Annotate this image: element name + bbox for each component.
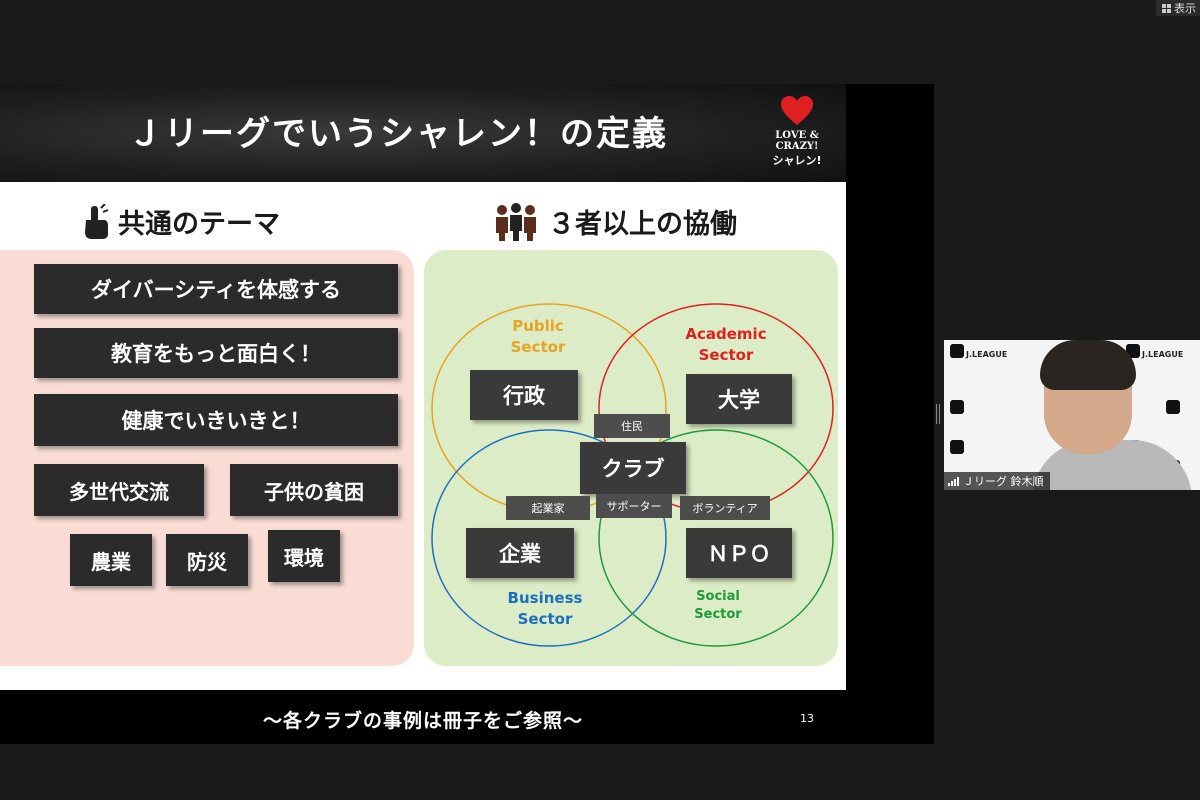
volunteer-tag: ボランティア bbox=[680, 496, 770, 520]
footer-text: ～各クラブの事例は冊子をご参照～ bbox=[262, 710, 583, 732]
theme-health: 健康でいきいきと！ bbox=[34, 394, 398, 446]
business-sector-label: Business Sector bbox=[507, 589, 583, 628]
backdrop-text: J.LEAGUE bbox=[1142, 350, 1184, 359]
view-button-label: 表示 bbox=[1174, 2, 1196, 15]
left-heading: 共通のテーマ bbox=[82, 202, 280, 241]
shaen-logo: LOVE & CRAZY! シャレン! bbox=[762, 96, 832, 174]
theme-child-poverty: 子供の貧困 bbox=[230, 464, 398, 516]
theme-environment: 環境 bbox=[268, 530, 340, 582]
grid-view-icon bbox=[1162, 3, 1171, 13]
pointing-hand-icon bbox=[85, 203, 109, 239]
theme-agriculture: 農業 bbox=[70, 534, 152, 586]
shared-slide: Ｊリーグでいうシャレン！の定義 LOVE & CRAZY! シャレン! 共通のテ… bbox=[0, 84, 846, 744]
backdrop-logo bbox=[950, 344, 964, 358]
participant-name: Ｊリーグ 鈴木順 bbox=[963, 475, 1044, 488]
supporter-tag: サポーター bbox=[596, 494, 672, 518]
view-button[interactable]: 表示 bbox=[1156, 0, 1200, 16]
participant-name-bar: Ｊリーグ 鈴木順 bbox=[944, 472, 1050, 490]
academic-sector-label: Academic Sector bbox=[685, 325, 767, 364]
logo-line2: CRAZY! bbox=[775, 141, 819, 152]
slide-footer bbox=[0, 690, 846, 744]
signal-icon bbox=[948, 476, 959, 486]
social-sector-label: Social Sector bbox=[694, 589, 742, 622]
backdrop-logo bbox=[950, 440, 964, 454]
people-icon bbox=[496, 202, 536, 241]
right-heading-text: ３者以上の協働 bbox=[548, 209, 737, 240]
theme-diversity: ダイバーシティを体感する bbox=[34, 264, 398, 314]
theme-education: 教育をもっと面白く！ bbox=[34, 328, 398, 378]
entrepreneur-tag: 起業家 bbox=[506, 496, 590, 520]
government-box: 行政 bbox=[470, 370, 578, 420]
participant-video-tile[interactable]: J.LEAGUE J.LEAGUE Ｊリーグ 鈴木順 bbox=[944, 340, 1200, 490]
theme-multigeneration: 多世代交流 bbox=[34, 464, 204, 516]
page-number: 13 bbox=[800, 712, 814, 725]
university-box: 大学 bbox=[686, 374, 792, 424]
right-heading: ３者以上の協働 bbox=[492, 202, 737, 241]
club-box: クラブ bbox=[580, 442, 686, 494]
public-sector-label: Public Sector bbox=[510, 317, 566, 356]
company-box: 企業 bbox=[466, 528, 574, 578]
backdrop-logo bbox=[1166, 400, 1180, 414]
panel-resize-handle[interactable] bbox=[936, 404, 940, 424]
logo-line3: シャレン! bbox=[772, 154, 822, 167]
business-sector-circle bbox=[431, 429, 667, 647]
logo-line1: LOVE & bbox=[775, 130, 819, 141]
resident-tag: 住民 bbox=[594, 414, 670, 438]
slide-header: Ｊリーグでいうシャレン！の定義 LOVE & CRAZY! シャレン! bbox=[0, 84, 846, 182]
participant-hair bbox=[1040, 340, 1136, 390]
left-heading-text: 共通のテーマ bbox=[118, 209, 280, 240]
heart-icon bbox=[781, 96, 813, 125]
themes-panel bbox=[0, 250, 414, 666]
backdrop-text: J.LEAGUE bbox=[966, 350, 1008, 359]
theme-disaster-prevention: 防災 bbox=[166, 534, 248, 586]
slide-title: Ｊリーグでいうシャレン！の定義 bbox=[128, 114, 668, 154]
social-sector-circle bbox=[598, 429, 834, 647]
npo-box: ＮＰＯ bbox=[686, 528, 792, 578]
backdrop-logo bbox=[950, 400, 964, 414]
slide-letterbox bbox=[846, 84, 934, 744]
